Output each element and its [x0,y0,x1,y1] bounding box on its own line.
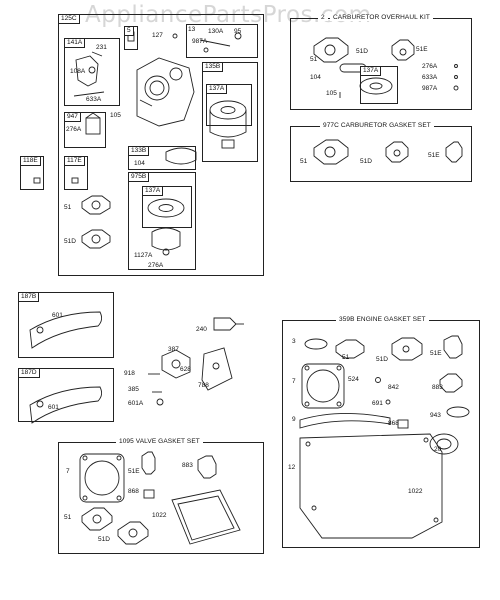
carburetor-gasket-set-title: 977C CARBURETOR GASKET SET [320,122,434,129]
part-127: 127 [152,32,163,39]
group-137A-1: 137A [206,84,228,94]
group-137A-box-1 [206,84,252,126]
group-947: 947 [64,112,81,122]
part-240: 240 [196,326,207,333]
part-943: 943 [430,412,441,419]
part-51E-gasket: 51E [428,152,440,159]
part-276A: 276A [66,126,82,133]
part-51E-kit: 51E [416,46,428,53]
group-5: 5 [124,26,134,36]
part-633A: 633A [86,96,102,103]
part-51-kit: 51 [310,56,318,63]
group-187B: 187B [18,292,40,302]
engine-gasket-set-title: 359B ENGINE GASKET SET [336,316,429,323]
part-130A: 130A [208,28,224,35]
part-104: 104 [134,160,145,167]
group-975B: 975B [128,172,150,182]
group-187D: 187D [18,368,40,378]
part-51-engine: 51 [342,354,350,361]
part-7-valve: 7 [66,468,70,475]
part-51-gasket: 51 [300,158,308,165]
part-104-kit: 104 [310,74,321,81]
overhaul-kit-title: CARBURETOR OVERHAUL KIT [330,14,433,21]
part-231: 231 [96,44,107,51]
valve-gasket-set-panel [58,442,264,554]
part-385: 385 [128,386,139,393]
part-51D-engine: 51D [376,356,388,363]
part-9: 9 [292,416,296,423]
part-1022-valve: 1022 [152,512,167,519]
carburetor-gasket-set-panel [290,126,472,182]
part-51E-valve: 51E [128,468,140,475]
part-7: 7 [292,378,296,385]
part-601: 601 [52,312,63,319]
part-20: 20 [434,446,442,453]
group-137A-box-2 [142,186,192,228]
group-141A-box [64,38,120,106]
part-105-kit: 105 [326,90,337,97]
group-187B-box [18,292,114,358]
part-788: 788 [198,382,209,389]
part-601A: 601A [128,400,144,407]
group-133B-box [128,146,196,170]
group-133B: 133B [128,146,150,156]
part-51D-valve: 51D [98,536,110,543]
part-1127A: 1127A [134,252,153,259]
part-13: 13 [188,26,196,33]
part-868: 868 [388,420,399,427]
group-135B: 135B [202,62,224,72]
part-691: 691 [372,400,383,407]
part-883-valve: 883 [182,462,193,469]
part-524: 524 [348,376,359,383]
part-51D: 51D [64,238,76,245]
part-51D-gasket: 51D [360,158,372,165]
part-987A: 987A [192,38,208,45]
part-601-2: 601 [48,404,59,411]
group-975B-box [128,172,196,270]
part-51: 51 [64,204,72,211]
part-51E-engine: 51E [430,350,442,357]
part-3: 3 [292,338,296,345]
group-141A: 141A [64,38,86,48]
part-883: 883 [432,384,443,391]
part-842: 842 [388,384,399,391]
group-187D-box [18,368,114,422]
group-137A-2: 137A [142,186,164,196]
part-387: 387 [168,346,179,353]
part-633A-kit: 633A [422,74,438,81]
overhaul-kit-id: 2 [318,14,328,21]
part-868-valve: 868 [128,488,139,495]
group-947-box [64,112,106,148]
valve-gasket-set-title: 1095 VALVE GASKET SET [116,438,203,445]
part-628: 628 [180,366,191,373]
group-135B-box [202,62,258,162]
part-95: 95 [234,28,242,35]
part-12: 12 [288,464,296,471]
group-125C: 125C [58,14,80,24]
engine-gasket-set-panel [282,320,480,548]
part-108A: 108A [70,68,86,75]
group-13-box [186,24,258,58]
part-105: 105 [110,112,121,119]
part-276A-kit: 276A [422,63,438,70]
group-118E: 118E [20,156,41,166]
group-117E: 117E [64,156,85,166]
part-51D-kit: 51D [356,48,368,55]
part-51-valve: 51 [64,514,72,521]
carburetor-assembly-panel [58,14,264,276]
part-1022: 1022 [408,488,423,495]
group-137A-3: 137A [360,66,382,76]
part-987A-kit: 987A [422,85,438,92]
part-276A-2: 276A [148,262,164,269]
part-918: 918 [124,370,135,377]
